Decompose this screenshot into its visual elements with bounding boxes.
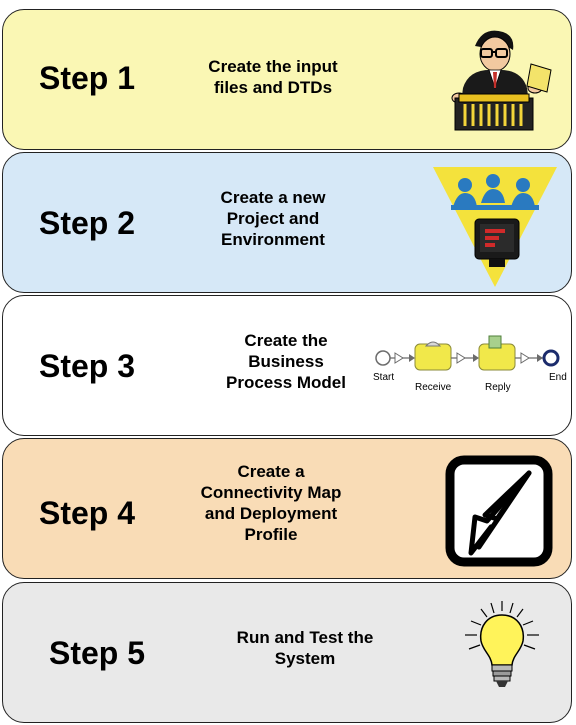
step-2-title: Step 2 — [39, 205, 136, 241]
step-2-desc-line: Project and — [226, 209, 320, 228]
receive-node-label: Receive — [415, 382, 452, 393]
step-3-desc-line: Process Model — [226, 373, 346, 392]
step-1-description: Create the input files and DTDs — [173, 56, 373, 98]
step-2-desc-line: Environment — [221, 230, 325, 249]
team-meeting-computer-icon — [433, 167, 557, 287]
step-4-desc-line: Profile — [244, 525, 298, 544]
receive-node-icon — [414, 343, 452, 371]
cursor-arrow-icon — [445, 455, 553, 567]
step-1-panel: Step 1 Create the input files and DTDs — [2, 9, 572, 150]
step-4-panel: Step 4 Create a Connectivity Map and Dep… — [2, 438, 572, 579]
step-5-title: Step 5 — [49, 635, 146, 671]
end-node-label: End — [549, 372, 567, 383]
step-5-description: Run and Test the System — [215, 627, 395, 669]
step-4-title: Step 4 — [39, 495, 136, 531]
business-process-flow: Start Receive Reply End — [373, 335, 567, 393]
step-2-panel: Step 2 Create a new Project and Environm… — [2, 152, 572, 293]
step-2-description: Create a new Project and Environment — [188, 187, 358, 250]
step-5-desc-line: Run and Test the — [236, 628, 374, 647]
lightbulb-icon — [465, 601, 539, 687]
man-shredding-papers-icon — [451, 30, 552, 131]
step-1-desc-line: files and DTDs — [213, 78, 333, 97]
start-node-icon — [375, 350, 391, 366]
step-3-desc-line: Business — [248, 352, 324, 371]
step-1-desc-line: Create the input — [208, 57, 338, 76]
step-3-panel: Step 3 Create the Business Process Model… — [2, 295, 572, 436]
step-3-title: Step 3 — [39, 348, 136, 384]
step-4-desc-line: and Deployment — [204, 504, 338, 523]
step-3-desc-line: Create the — [244, 331, 328, 350]
step-5-desc-line: System — [274, 649, 336, 668]
step-5-panel: Step 5 Run and Test the System — [2, 582, 572, 723]
start-node-label: Start — [373, 372, 394, 383]
step-4-description: Create a Connectivity Map and Deployment… — [181, 461, 361, 545]
reply-node-label: Reply — [485, 382, 511, 393]
step-4-desc-line: Connectivity Map — [200, 483, 342, 502]
step-2-desc-line: Create a new — [220, 188, 326, 207]
step-1-title: Step 1 — [39, 60, 136, 96]
step-3-description: Create the Business Process Model — [201, 330, 371, 393]
end-node-icon — [542, 349, 560, 367]
step-4-desc-line: Create a — [237, 462, 305, 481]
